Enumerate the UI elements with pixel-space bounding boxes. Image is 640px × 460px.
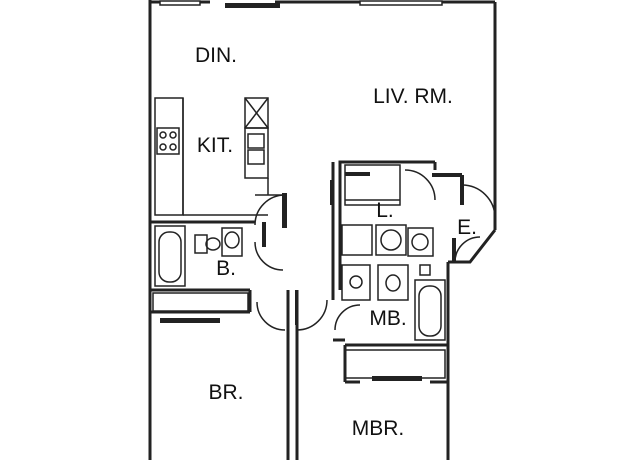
label-laundry: L. [376, 199, 394, 222]
laundry-fixtures [341, 164, 434, 257]
label-kitchen: KIT. [197, 134, 233, 157]
label-bedroom: BR. [208, 381, 243, 404]
label-living: LIV. RM. [373, 85, 453, 108]
doors [254, 169, 496, 331]
door-marks [160, 172, 464, 381]
label-master-bath: MB. [369, 307, 406, 330]
label-bath: B. [216, 257, 236, 280]
kitchen-fixtures [154, 97, 269, 216]
closets [152, 292, 446, 379]
bath-fixtures [154, 225, 243, 287]
top-windows [159, 0, 443, 8]
exterior-walls [148, 0, 497, 460]
room-labels: DIN. LIV. RM. KIT. L. E. B. MB. BR. MBR. [195, 44, 477, 440]
master-bath-fixtures [341, 264, 446, 341]
label-dining: DIN. [195, 44, 237, 67]
label-entry: E. [457, 216, 477, 239]
label-master-bedroom: MBR. [352, 417, 405, 440]
